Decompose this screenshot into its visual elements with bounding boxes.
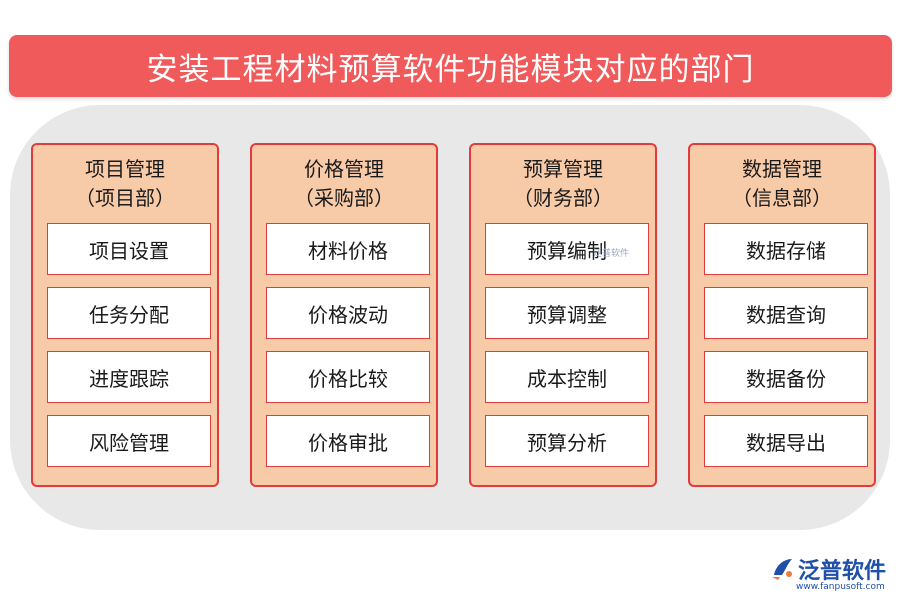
column-department: （采购部） (294, 186, 394, 210)
column-title: 价格管理 (304, 157, 384, 181)
column-price-management: 价格管理 （采购部） 材料价格 价格波动 价格比较 价格审批 (250, 143, 438, 487)
column-department: （信息部） (732, 186, 832, 210)
column-header: 数据管理 （信息部） (690, 155, 874, 213)
logo-url: www.fanpusoft.com (796, 582, 885, 592)
module-item: 价格波动 (266, 287, 430, 339)
module-item: 预算编制 (485, 223, 649, 275)
column-project-management: 项目管理 （项目部） 项目设置 任务分配 进度跟踪 风险管理 (31, 143, 219, 487)
module-item: 材料价格 (266, 223, 430, 275)
logo-name: 泛普软件 (798, 559, 887, 584)
column-department: （财务部） (513, 186, 613, 210)
watermark: 泛普软件 (593, 249, 630, 259)
brand-logo[interactable]: 泛普软件 www.fanpusoft.com (770, 553, 892, 593)
module-item: 数据备份 (704, 351, 868, 403)
module-item: 成本控制 (485, 351, 649, 403)
module-item: 任务分配 (47, 287, 211, 339)
module-item: 进度跟踪 (47, 351, 211, 403)
module-item: 数据查询 (704, 287, 868, 339)
module-item: 价格比较 (266, 351, 430, 403)
column-title: 预算管理 (523, 157, 603, 181)
column-title: 项目管理 (85, 157, 165, 181)
column-title: 数据管理 (742, 157, 822, 181)
module-item: 预算调整 (485, 287, 649, 339)
column-header: 预算管理 （财务部） (471, 155, 655, 213)
module-item: 数据导出 (704, 415, 868, 467)
column-header: 项目管理 （项目部） (33, 155, 217, 213)
module-item: 数据存储 (704, 223, 868, 275)
module-item: 预算分析 (485, 415, 649, 467)
logo-icon (772, 559, 792, 580)
diagram-title: 安装工程材料预算软件功能模块对应的部门 (9, 35, 892, 97)
module-item: 项目设置 (47, 223, 211, 275)
module-item: 风险管理 (47, 415, 211, 467)
column-budget-management: 预算管理 （财务部） 预算编制 预算调整 成本控制 预算分析 (469, 143, 657, 487)
column-department: （项目部） (75, 186, 175, 210)
column-header: 价格管理 （采购部） (252, 155, 436, 213)
column-data-management: 数据管理 （信息部） 数据存储 数据查询 数据备份 数据导出 (688, 143, 876, 487)
module-item: 价格审批 (266, 415, 430, 467)
